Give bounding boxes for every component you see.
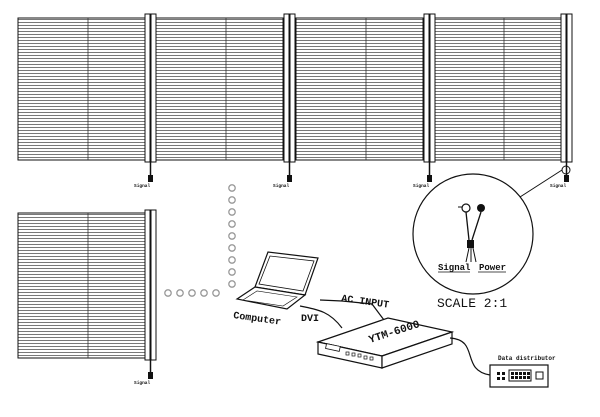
led-panel-top-2: [155, 17, 284, 161]
controller-box: [315, 317, 455, 369]
bottom-panel: Signal: [17, 209, 157, 386]
ac-input-label: AC INPUT: [340, 294, 389, 312]
scale-label: SCALE 2:1: [437, 296, 507, 311]
dotted-continuation: [164, 184, 236, 297]
signal-label-1: Signal: [134, 183, 151, 189]
led-panel-top-4: [434, 17, 562, 161]
led-panel-bottom: [17, 212, 146, 359]
dvi-cable: [299, 305, 343, 329]
distributor-cable: [449, 337, 491, 376]
signal-label-bottom: Signal: [134, 380, 151, 386]
top-panel-row: Signal Signal Signal Signal: [17, 13, 573, 189]
signal-label-2: Signal: [273, 183, 290, 189]
connector-column-2: [283, 13, 296, 163]
led-panel-top-1: [17, 17, 146, 161]
ac-input-cable: [319, 299, 385, 321]
data-distributor: [489, 364, 549, 388]
computer-label: Computer: [232, 311, 281, 329]
dvi-label: DVI: [301, 314, 319, 325]
connector-column-3: [423, 13, 436, 163]
led-panel-top-3: [295, 17, 424, 161]
connector-column-1: [144, 13, 157, 163]
connector-column-4: [560, 13, 573, 163]
laptop-computer: [235, 251, 319, 310]
data-distributor-label: Data distributor: [498, 355, 556, 362]
signal-label-3: Signal: [413, 183, 430, 189]
zoom-power-label: Power: [479, 263, 506, 273]
connector-column-bottom: [144, 209, 157, 361]
zoom-signal-label: Signal: [438, 263, 471, 273]
signal-label-4: Signal: [550, 183, 567, 189]
zoom-callout: Signal Power: [412, 165, 571, 295]
